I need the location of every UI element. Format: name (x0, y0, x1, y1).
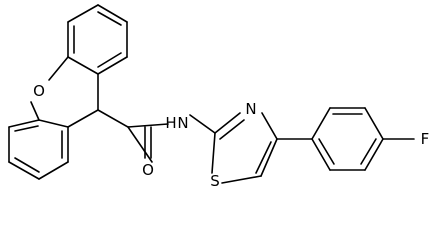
bond (67, 56, 99, 75)
bond (38, 119, 69, 128)
amide-group (127, 123, 169, 163)
bond (364, 138, 384, 171)
lower-benzene-ring (8, 119, 69, 180)
thiazole-nitrogen-label: N (245, 100, 256, 118)
bond (8, 119, 40, 128)
fluorophenyl-ring (276, 107, 415, 171)
atom-labels: O N H O N S F (33, 82, 429, 190)
double-bond-inner (14, 125, 39, 132)
bond (48, 56, 69, 81)
bond (221, 175, 262, 184)
bond (214, 112, 241, 134)
bond (261, 112, 278, 140)
fluorine-label: F (421, 130, 430, 148)
bond (67, 109, 99, 128)
carbonyl-oxygen-label: O (142, 161, 154, 179)
double-bond-inner (97, 52, 122, 68)
ring-oxygen-label: O (33, 82, 45, 100)
bond (311, 138, 331, 171)
molecule-structure: O N H O N S F (8, 4, 429, 190)
bond (189, 114, 216, 134)
central-pyran-ring (30, 56, 129, 128)
bond (8, 161, 40, 180)
double-bond-second (219, 119, 245, 140)
bond (127, 126, 153, 163)
thiazole-ring (189, 112, 278, 184)
bond (364, 107, 384, 140)
bond (97, 56, 128, 75)
amide-nitrogen-label: N (177, 114, 188, 132)
bond (311, 107, 331, 140)
double-bond-second (255, 141, 272, 174)
double-bond-inner (97, 11, 122, 26)
bond (97, 4, 128, 23)
thiazole-sulfur-label: S (210, 172, 220, 190)
amide-hydrogen-label: H (165, 114, 176, 132)
double-bond-inner (318, 138, 335, 165)
double-bond-inner (360, 138, 377, 165)
bond (97, 109, 129, 128)
bond (38, 161, 69, 180)
bond (260, 138, 278, 177)
bond (127, 123, 169, 128)
bond (67, 4, 99, 23)
upper-benzene-ring (67, 4, 128, 75)
bond (211, 132, 216, 174)
bond (30, 101, 40, 121)
double-bond-inner (14, 157, 40, 173)
